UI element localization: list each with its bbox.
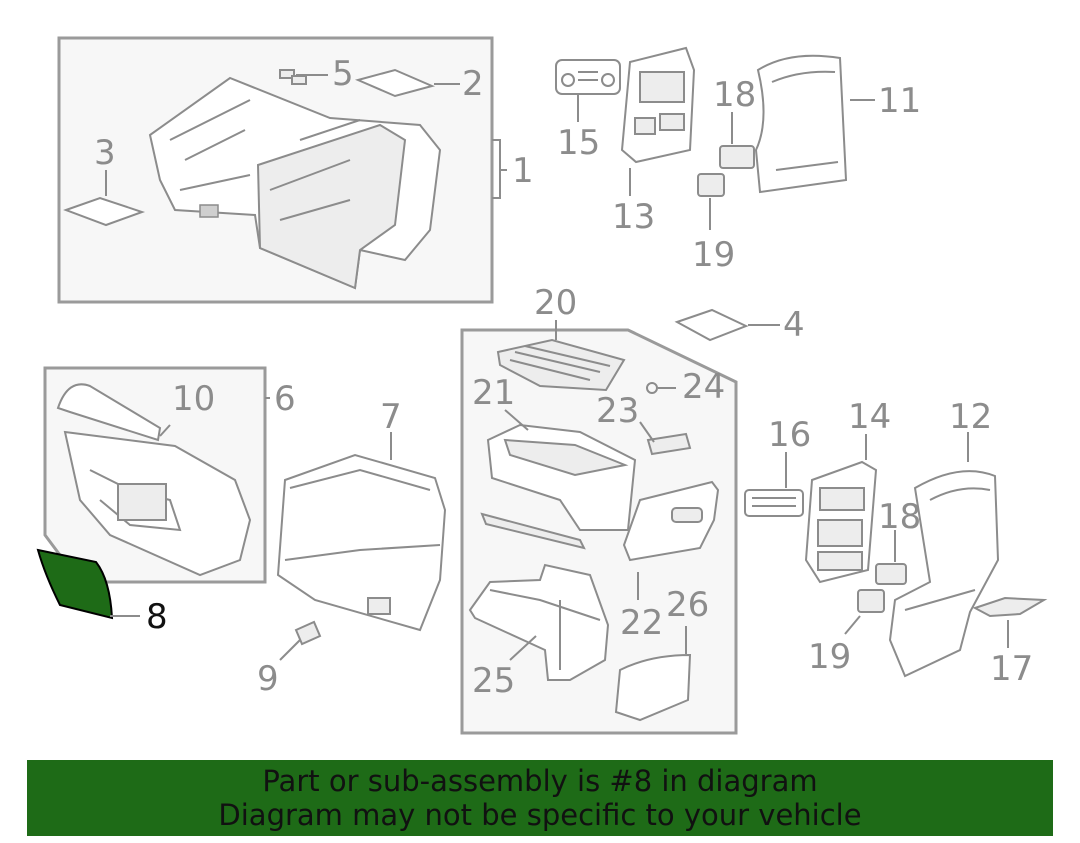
callout-5: 5	[332, 54, 354, 94]
callout-13: 13	[612, 197, 655, 237]
part-21-rail	[480, 512, 586, 550]
callout-22: 22	[620, 603, 663, 643]
callout-8: 8	[146, 597, 168, 637]
part-23-latch	[646, 432, 692, 456]
callout-25: 25	[472, 661, 515, 701]
part-6-side-panel	[63, 430, 252, 577]
banner-line-1: Part or sub-assembly is #8 in diagram	[262, 764, 818, 798]
callout-18-top: 18	[713, 75, 756, 115]
part-26-cover	[614, 653, 692, 722]
leader-lines	[105, 74, 1009, 661]
part-2-pad	[354, 68, 436, 98]
callout-26: 26	[666, 585, 709, 625]
part-9-cap	[294, 620, 322, 646]
callout-19-top: 19	[692, 235, 735, 275]
parts-diagram: 1 2 3 4 5 6 7 8 9 10 11 12 13 14 15 16 1…	[36, 36, 1048, 735]
part-19-switch-bottom	[857, 589, 885, 613]
callout-23: 23	[596, 391, 639, 431]
part-20-tray-mat	[496, 338, 626, 392]
part-12-rear-trim	[888, 470, 1000, 678]
callout-11: 11	[878, 81, 921, 121]
callout-12: 12	[949, 397, 992, 437]
callout-19-bottom: 19	[808, 637, 851, 677]
callout-6: 6	[274, 379, 296, 419]
callout-21: 21	[472, 373, 515, 413]
callout-24: 24	[682, 367, 725, 407]
callout-4: 4	[783, 305, 805, 345]
part-10-trim-strip	[56, 383, 162, 442]
callout-20: 20	[534, 283, 577, 323]
callout-1: 1	[512, 151, 534, 191]
callout-9: 9	[257, 659, 279, 699]
part-19-switch-top	[697, 173, 725, 197]
part-15-control-panel	[555, 59, 621, 95]
callout-18-bottom: 18	[878, 497, 921, 537]
part-1-console-frame	[148, 76, 442, 290]
callout-16: 16	[768, 415, 811, 455]
part-21-storage-bin	[486, 423, 637, 531]
info-banner: Part or sub-assembly is #8 in diagram Di…	[27, 760, 1053, 836]
callout-17: 17	[990, 649, 1033, 689]
callout-7: 7	[380, 397, 402, 437]
part-22-lid	[622, 480, 720, 562]
callout-2: 2	[462, 64, 484, 104]
part-18-switch-top	[719, 145, 755, 169]
part-18-switch-bottom	[875, 563, 907, 585]
part-4-pad	[674, 308, 749, 342]
callout-14: 14	[848, 397, 891, 437]
part-8-highlighted	[36, 548, 114, 620]
callout-3: 3	[94, 133, 116, 173]
part-11-trim	[754, 54, 848, 194]
part-3-pad	[63, 196, 146, 227]
part-17-tray	[972, 596, 1048, 618]
part-7-console-side	[276, 453, 447, 632]
part-25-bracket	[468, 563, 610, 681]
part-24-clip	[646, 382, 658, 394]
callout-15: 15	[557, 123, 600, 163]
part-13-bezel	[620, 46, 696, 164]
callout-10: 10	[172, 379, 215, 419]
part-14-bezel	[804, 460, 878, 584]
part-16-vent	[744, 489, 804, 517]
banner-line-2: Diagram may not be specific to your vehi…	[218, 798, 862, 832]
